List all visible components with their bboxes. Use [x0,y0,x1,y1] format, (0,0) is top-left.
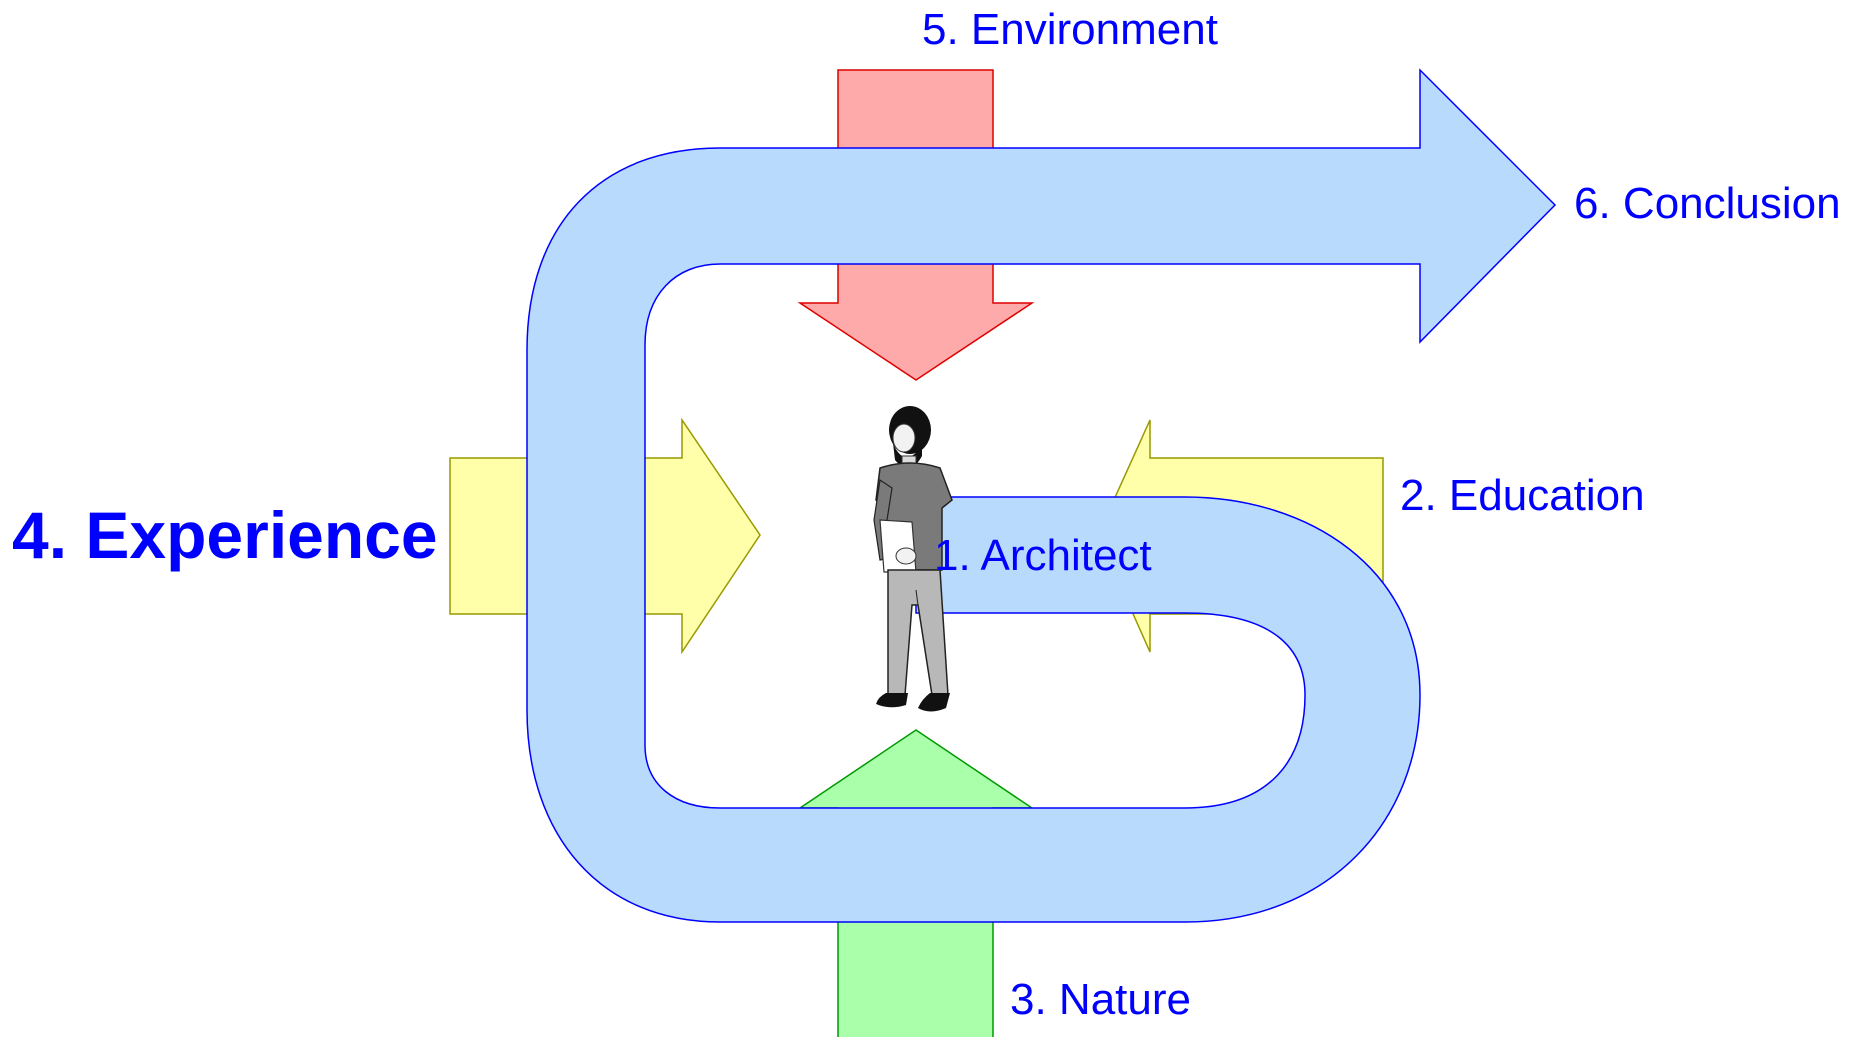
education-label: 2. Education [1400,471,1645,520]
environment-label: 5. Environment [922,5,1218,54]
architect-label: 1. Architect [934,531,1152,580]
process-loop-arrow [526,68,1557,923]
architect-person-icon [873,406,953,712]
conclusion-label: 6. Conclusion [1574,179,1841,228]
nature-label: 3. Nature [1010,975,1191,1024]
experience-label: 4. Experience [12,498,438,572]
